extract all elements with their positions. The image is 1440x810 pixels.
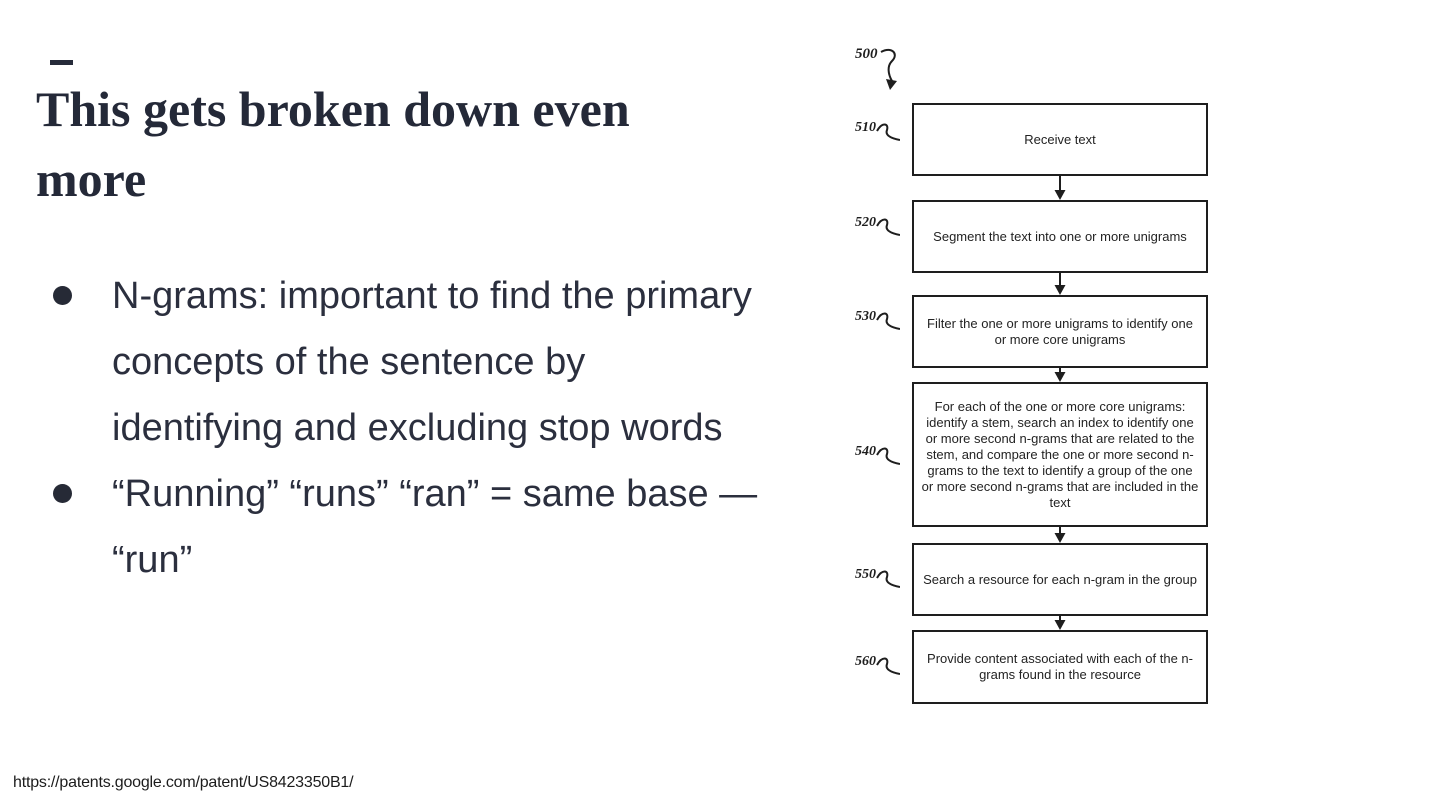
ref-connector-icon [876,570,900,588]
flow-box-text: Segment the text into one or more unigra… [933,228,1187,244]
ref-connector-icon [876,218,900,236]
flow-box-receive-text: Receive text [912,103,1208,176]
patent-flowchart-figure: 500 510 520 530 540 550 560 Receive text… [855,40,1225,720]
step-ref-number: 520 [855,215,876,230]
step-ref-530: 530 [855,309,900,334]
flow-box-text: For each of the one or more core unigram… [921,398,1199,510]
title-dash-decoration [50,60,73,65]
source-url: https://patents.google.com/patent/US8423… [13,774,354,791]
step-ref-number: 560 [855,654,876,669]
flow-box-text: Filter the one or more unigrams to ident… [927,315,1193,347]
flow-box-text: Provide content associated with each of … [927,651,1193,682]
figure-ref-label: 500 [855,46,905,90]
step-ref-540: 540 [855,444,900,469]
step-ref-550: 550 [855,567,900,592]
step-ref-number: 530 [855,309,876,324]
bullet-text: “Running” “runs” “ran” = same base — “ru… [112,473,758,581]
ref-connector-icon [876,447,900,465]
flow-box-filter-unigrams: Filter the one or more unigrams to ident… [912,295,1208,368]
flow-arrow-icon [1054,273,1066,295]
ref-connector-icon [876,312,900,330]
flow-box-provide-content: Provide content associated with each of … [912,630,1208,704]
flow-box-stem-compare: For each of the one or more core unigram… [912,382,1208,527]
bullet-text: N-grams: important to find the primary c… [112,275,752,449]
bullet-list: N-grams: important to find the primary c… [46,263,766,593]
flow-arrow-icon [1054,527,1066,543]
step-ref-560: 560 [855,654,900,679]
flow-arrow-icon [1054,368,1066,382]
flow-arrow-icon [1054,616,1066,630]
ref-connector-icon [876,123,900,141]
list-item: “Running” “runs” “ran” = same base — “ru… [46,461,766,593]
step-ref-510: 510 [855,120,900,145]
step-ref-520: 520 [855,215,900,240]
list-item: N-grams: important to find the primary c… [46,263,766,461]
step-ref-number: 540 [855,444,876,459]
flow-box-search-resource: Search a resource for each n-gram in the… [912,543,1208,616]
flow-box-text: Receive text [1024,131,1096,147]
bullet-dot-icon [53,484,72,503]
bullet-dot-icon [53,286,72,305]
step-ref-number: 510 [855,120,876,135]
step-ref-number: 550 [855,567,876,582]
flow-box-segment-unigrams: Segment the text into one or more unigra… [912,200,1208,273]
page-title: This gets broken down even more [36,81,630,207]
ref-connector-icon [876,657,900,675]
flow-arrow-icon [1054,176,1066,200]
flow-box-text: Search a resource for each n-gram in the… [923,571,1197,587]
figure-ref-number: 500 [855,46,878,62]
figure-pointer-arrow-icon [880,48,897,90]
